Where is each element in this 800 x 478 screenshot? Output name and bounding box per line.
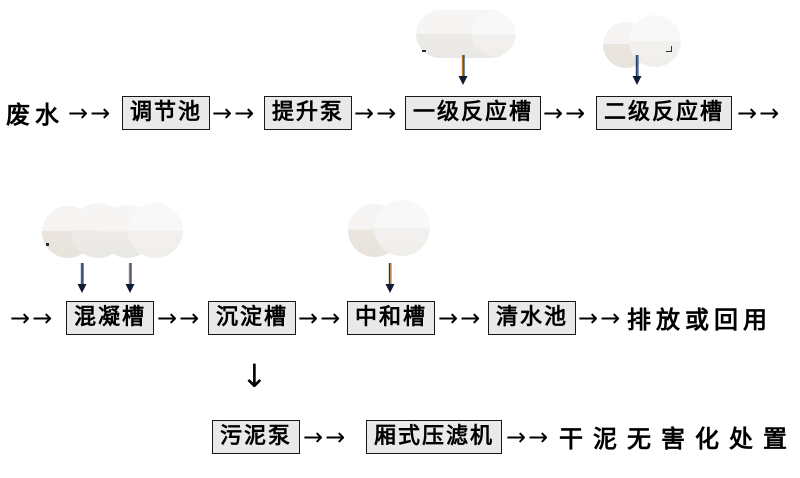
flow-arrow: →→ [157,304,202,332]
redacted-reagent-blob [374,200,430,256]
node-primary-reaction-tank: 一级反应槽 [405,96,542,130]
flow-arrow: →→ [438,304,483,332]
dosing-arrow-icon [125,263,135,293]
label-wastewater-input: 废水 [6,100,64,129]
redacted-reagent-blob [472,12,516,56]
node-regulation-tank: 调节池 [122,96,211,130]
node-coagulation-tank: 混凝槽 [66,301,155,335]
node-sludge-pump: 污泥泵 [212,420,301,454]
node-lift-pump: 提升泵 [264,96,353,130]
flow-arrow: →→ [578,304,623,332]
node-chamber-filter-press: 厢式压滤机 [366,420,503,454]
dosing-arrow-icon [77,263,87,293]
dosing-arrow-icon [458,55,468,85]
flow-arrow: →→ [543,99,588,127]
flow-arrow: →→ [68,99,113,127]
flow-arrow: →→ [303,423,348,451]
flow-arrow: →→ [10,304,55,332]
dosing-arrow-icon [385,263,395,293]
node-neutralization-tank: 中和槽 [347,301,436,335]
node-clean-water-tank: 清水池 [488,301,577,335]
flow-arrow: →→ [506,423,551,451]
label-dry-sludge-disposal: 干泥无害化处置 [559,424,797,453]
flow-arrow: →→ [354,99,399,127]
flow-arrow: →→ [737,99,782,127]
flow-arrow: →→ [298,304,343,332]
redacted-reagent-blob [128,203,183,258]
node-sedimentation-tank: 沉淀槽 [208,301,297,335]
redaction-artifact-mark [666,46,672,52]
redaction-artifact-mark [422,50,426,52]
label-discharge-or-reuse: 排放或回用 [627,305,772,334]
node-secondary-reaction-tank: 二级反应槽 [596,96,733,130]
flow-arrow: →→ [212,99,257,127]
redaction-artifact-mark [46,243,49,246]
sludge-down-arrow-icon: ↓ [241,357,268,395]
dosing-arrow-icon [632,55,642,85]
